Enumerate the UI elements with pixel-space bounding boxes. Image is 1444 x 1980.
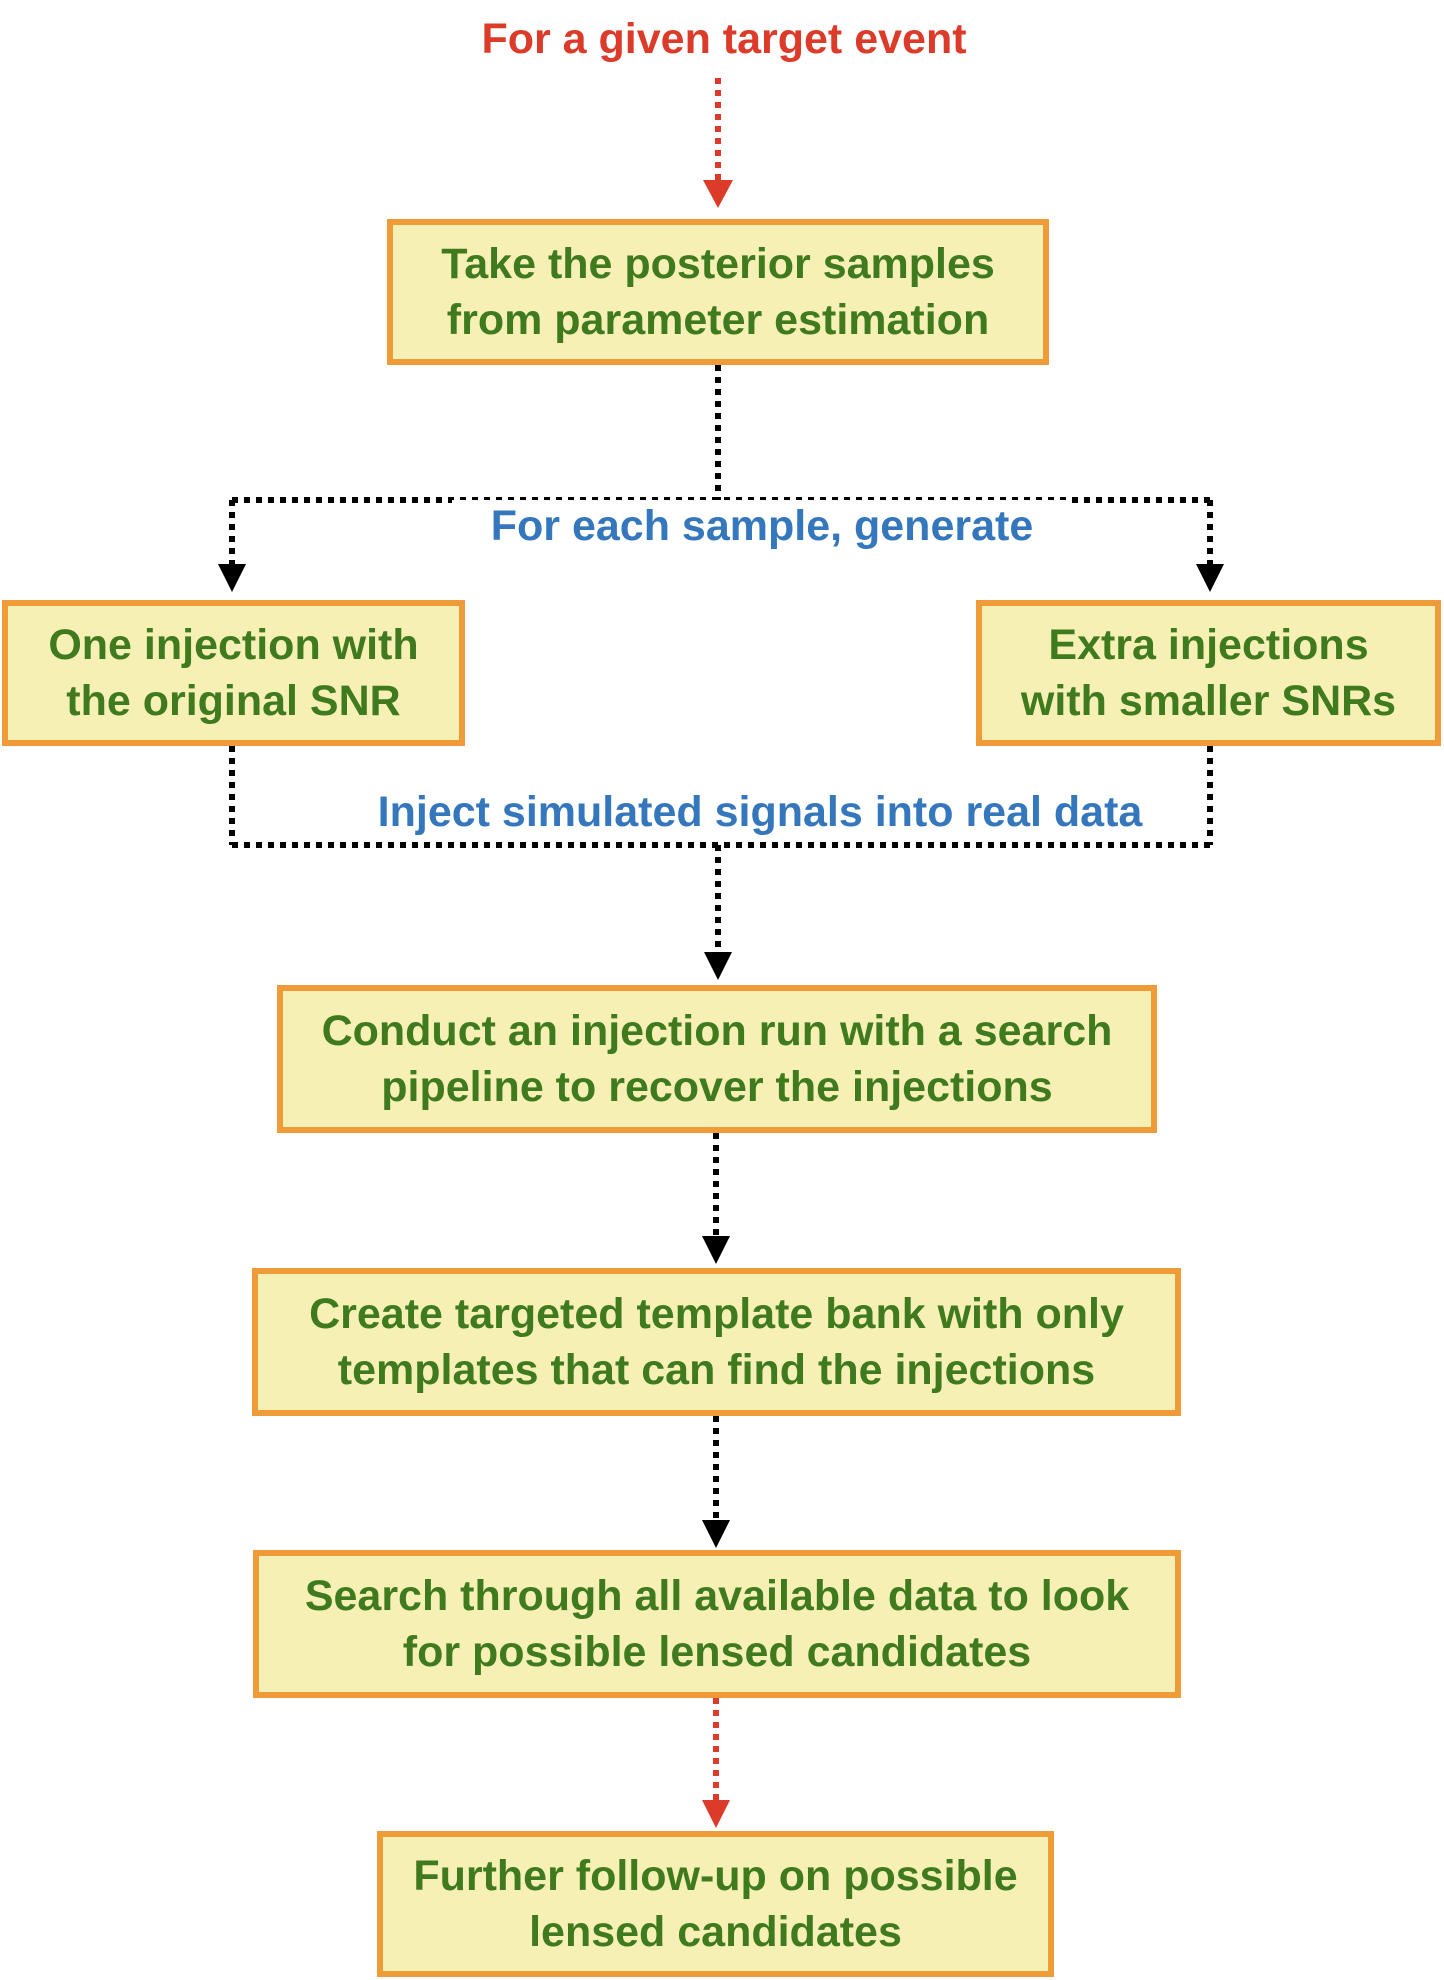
step-extra-injections-text: Extra injections with smaller SNRs [1020,621,1397,725]
step-follow-up-text: Further follow-up on possible lensed can… [413,1852,1018,1956]
split-connector [229,365,1213,568]
step-posterior-samples: Take the posterior samples from paramete… [387,219,1049,365]
step-search-text: Search through all available data to loo… [304,1572,1130,1676]
arrow-search-to-followup [702,1698,730,1828]
arrow-bank-to-search [702,1416,730,1548]
arrow-title-to-posterior [703,78,733,208]
step-one-injection-text: One injection with the original SNR [48,621,419,725]
arrowhead-merge [704,952,732,980]
arrowhead-right [1196,564,1224,592]
step-one-injection: One injection with the original SNR [2,600,465,746]
arrowhead-left [218,564,246,592]
step-extra-injections: Extra injections with smaller SNRs [976,600,1441,746]
step-template-bank: Create targeted template bank with only … [252,1268,1181,1416]
step-posterior-samples-text: Take the posterior samples from paramete… [441,240,995,344]
flowchart-title: For a given target event [481,15,967,63]
step-template-bank-text: Create targeted template bank with only … [309,1290,1124,1394]
label-inject-signals: Inject simulated signals into real data [337,786,1183,838]
merge-connector [229,746,1213,956]
step-search: Search through all available data to loo… [253,1550,1181,1698]
arrow-run-to-bank [702,1133,730,1264]
step-injection-run-text: Conduct an injection run with a search p… [321,1007,1113,1111]
label-for-each-sample: For each sample, generate [452,500,1072,552]
step-injection-run: Conduct an injection run with a search p… [277,985,1157,1133]
step-follow-up: Further follow-up on possible lensed can… [377,1831,1054,1977]
